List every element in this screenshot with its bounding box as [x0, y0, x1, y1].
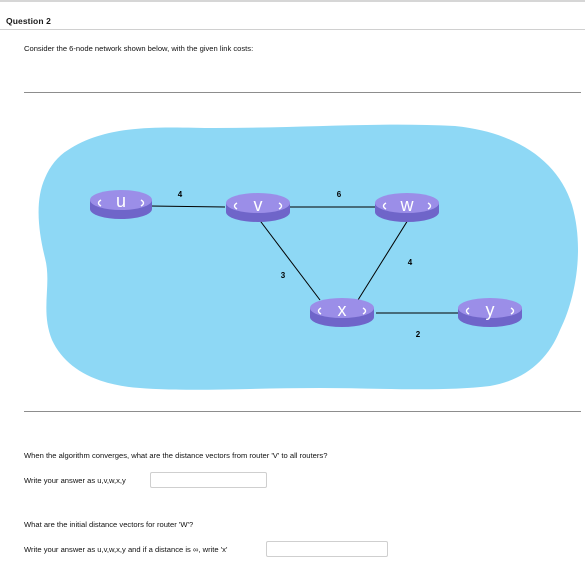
router-x: x — [310, 298, 374, 327]
router-w-label: w — [400, 195, 415, 215]
part2-answer-input[interactable] — [266, 541, 388, 557]
router-y: y — [458, 298, 522, 327]
top-divider — [0, 0, 585, 2]
question-header: Question 2 — [0, 3, 585, 30]
part1-answer-input[interactable] — [150, 472, 267, 488]
cost-label-w-x: 4 — [408, 258, 413, 267]
part2-instruction: Write your answer as u,v,w,x,y and if a … — [24, 545, 228, 554]
router-u-label: u — [116, 191, 126, 211]
cost-label-u-v: 4 — [178, 190, 183, 199]
part1-question: When the algorithm converges, what are t… — [24, 451, 328, 460]
router-w: w — [375, 193, 439, 222]
divider-top — [24, 92, 581, 93]
cost-label-v-w: 6 — [337, 190, 342, 199]
cost-label-v-x: 3 — [281, 271, 286, 280]
divider-bottom — [24, 411, 581, 412]
network-cloud — [38, 124, 579, 390]
part2-question: What are the initial distance vectors fo… — [24, 520, 194, 529]
router-u: u — [90, 190, 152, 219]
link-v-x — [257, 217, 321, 301]
router-v: v — [226, 193, 290, 222]
link-u-v — [149, 205, 226, 208]
link-w-x — [357, 219, 409, 301]
network-links — [149, 205, 458, 314]
question-intro: Consider the 6-node network shown below,… — [24, 44, 254, 53]
cost-label-x-y: 2 — [416, 330, 421, 339]
router-v-label: v — [254, 195, 263, 215]
router-y-label: y — [486, 300, 495, 320]
router-x-label: x — [338, 300, 347, 320]
question-title: Question 2 — [6, 16, 51, 26]
part1-instruction: Write your answer as u,v,w,x,y — [24, 476, 126, 485]
